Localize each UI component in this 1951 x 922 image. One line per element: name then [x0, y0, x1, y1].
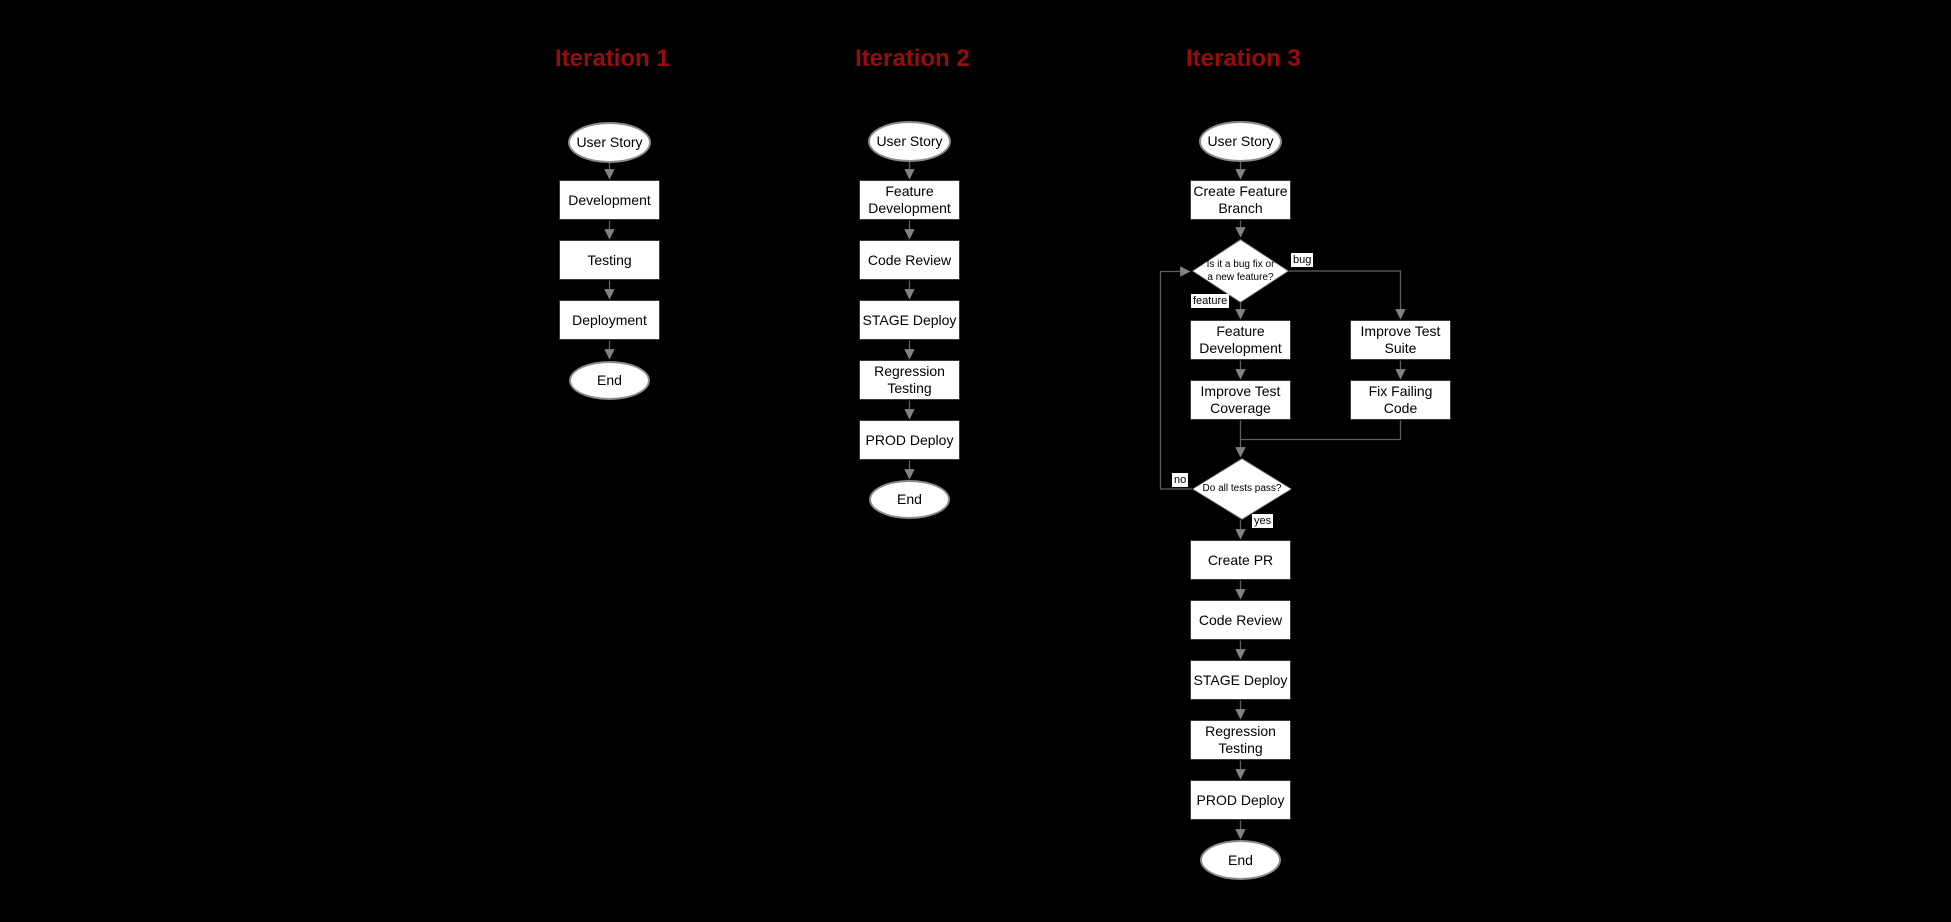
it3-node-code-review: Code Review	[1190, 600, 1291, 640]
connector-it3-fixcode-merge	[1241, 420, 1402, 441]
it1-node-end: End	[569, 361, 650, 400]
it3-node-improve-test-coverage: Improve Test Coverage	[1190, 380, 1291, 420]
it2-node-regression-testing: Regression Testing	[859, 360, 960, 400]
iteration1-title: Iteration 1	[555, 45, 670, 72]
it2-node-code-review: Code Review	[859, 240, 960, 280]
it3-node-regression-testing: Regression Testing	[1190, 720, 1291, 760]
iteration2-title: Iteration 2	[855, 45, 970, 72]
edge-label-no: no	[1172, 473, 1189, 487]
it2-node-user-story: User Story	[868, 121, 951, 162]
iteration3-title: Iteration 3	[1186, 45, 1301, 72]
it1-node-testing: Testing	[559, 240, 660, 280]
edge-label-bug: bug	[1291, 253, 1314, 267]
it3-node-stage-deploy: STAGE Deploy	[1190, 660, 1291, 700]
it2-node-feature-development: Feature Development	[859, 180, 960, 220]
it2-node-prod-deploy: PROD Deploy	[859, 420, 960, 460]
edge-label-yes: yes	[1252, 514, 1274, 528]
it1-node-user-story: User Story	[568, 122, 651, 163]
connector-it3-decision1-improvetestsuite	[1289, 270, 1406, 320]
it3-node-prod-deploy: PROD Deploy	[1190, 780, 1291, 820]
connector-it3-no-loopback	[1159, 266, 1192, 490]
it3-node-user-story: User Story	[1199, 121, 1282, 162]
it1-node-development: Development	[559, 180, 660, 220]
edge-label-feature: feature	[1191, 294, 1230, 308]
decision-label: Do all tests pass?	[1202, 483, 1282, 495]
decision-label: Is it a bug fix or a new feature?	[1206, 258, 1275, 284]
it3-node-create-feature-branch: Create Feature Branch	[1190, 180, 1291, 220]
it1-node-deployment: Deployment	[559, 300, 660, 340]
it3-node-feature-development: Feature Development	[1190, 320, 1291, 360]
it3-node-improve-test-suite: Improve Test Suite	[1350, 320, 1451, 360]
it3-decision-tests-pass: Do all tests pass?	[1192, 458, 1292, 520]
it3-decision-bug-or-feature: Is it a bug fix or a new feature?	[1192, 239, 1289, 303]
it3-node-create-pr: Create PR	[1190, 540, 1291, 580]
it2-node-stage-deploy: STAGE Deploy	[859, 300, 960, 340]
it3-node-end: End	[1200, 840, 1281, 880]
it3-node-fix-failing-code: Fix Failing Code	[1350, 380, 1451, 420]
it2-node-end: End	[869, 480, 950, 519]
